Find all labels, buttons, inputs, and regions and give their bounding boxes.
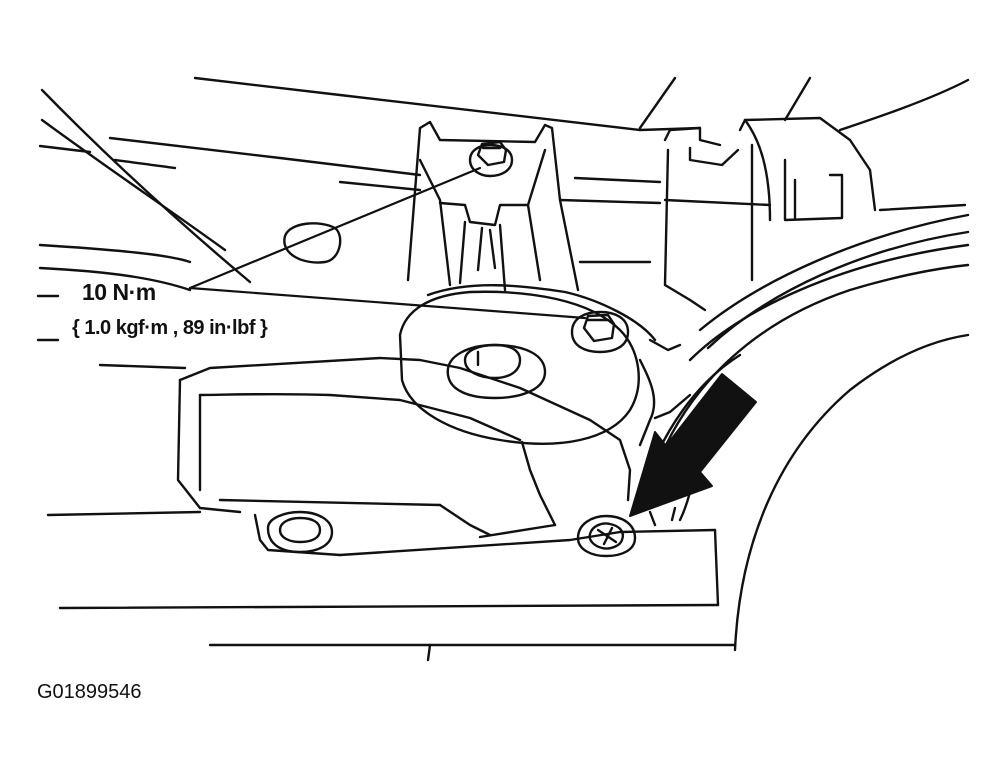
callout-leader-lines [188,166,587,320]
body-panel-lines [38,76,970,370]
curved-panel [638,213,970,652]
panel-hole [283,222,342,264]
bolt-icon [468,140,514,178]
arrow-pointer-icon [629,373,757,517]
upper-bracket [406,120,657,342]
bolt-icon [570,310,630,354]
motor-housing [176,338,692,539]
torque-conversion-label: { 1.0 kgf·m , 89 in·lbf } [72,317,268,339]
screw-icon [576,506,677,558]
edge-tick-marks [36,294,60,342]
right-bracket [663,116,877,312]
torque-value-label: 10 N·m [82,279,156,305]
lower-rail [46,510,737,662]
mounting-plate [398,290,640,445]
figure-id: G01899546 [37,681,142,703]
